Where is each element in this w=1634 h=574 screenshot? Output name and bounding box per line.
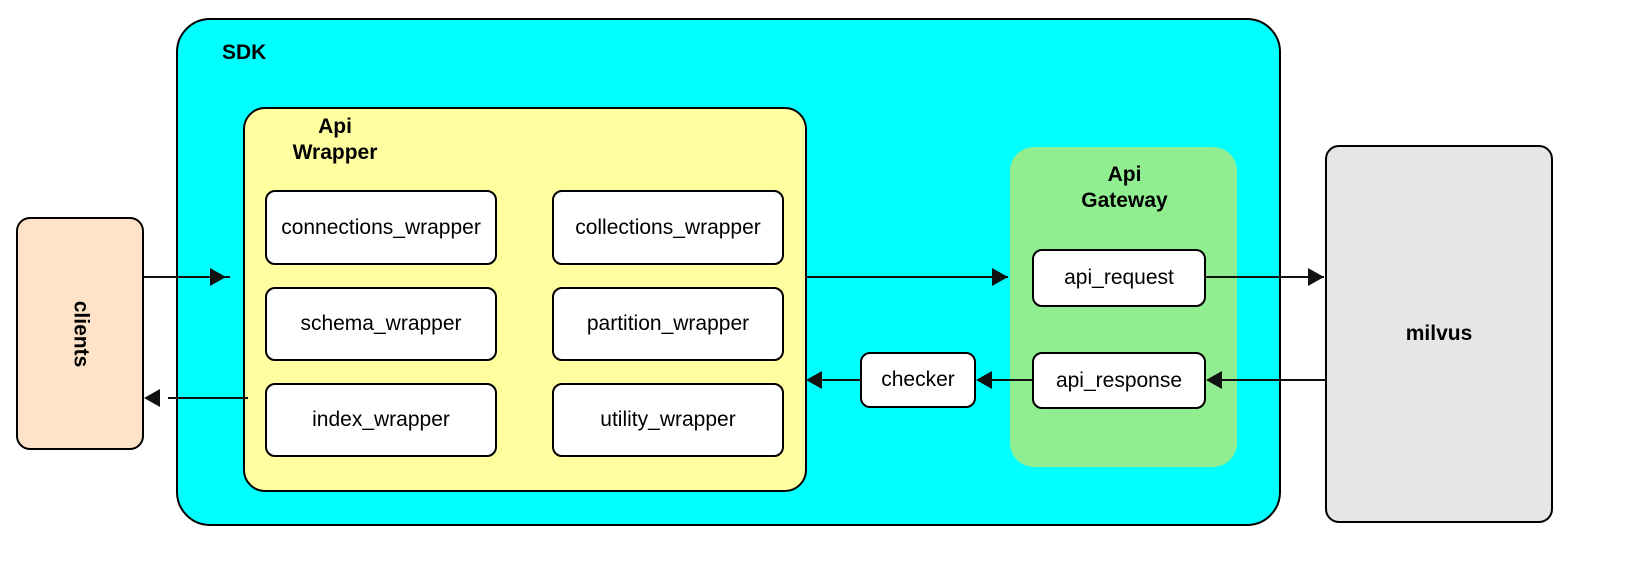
module-schema-wrapper[interactable]: schema_wrapper [265, 287, 497, 361]
clients-box[interactable]: clients [16, 217, 144, 450]
api-gateway-label: Api Gateway [1081, 163, 1168, 212]
edge-api-response-to-checker-arrow [976, 371, 992, 389]
module-utility-wrapper[interactable]: utility_wrapper [552, 383, 784, 457]
edge-api-request-to-milvus-arrow [1308, 268, 1324, 286]
edge-clients-to-api-wrapper-line [144, 276, 230, 278]
checker-box[interactable]: checker [860, 352, 976, 408]
edge-clients-to-api-wrapper-arrow [210, 268, 226, 286]
module-api-response[interactable]: api_response [1032, 352, 1206, 409]
module-connections-wrapper[interactable]: connections_wrapper [265, 190, 497, 265]
module-collections-wrapper[interactable]: collections_wrapper [552, 190, 784, 265]
api-wrapper-label: Api Wrapper [292, 115, 378, 164]
edge-milvus-to-api-response-arrow [1206, 371, 1222, 389]
module-api-request[interactable]: api_request [1032, 249, 1206, 307]
edge-api-wrapper-to-clients-arrow [144, 389, 160, 407]
edge-api-wrapper-to-api-gateway-arrow [992, 268, 1008, 286]
clients-label: clients [69, 300, 92, 367]
api-gateway-container [1010, 147, 1237, 467]
edge-api-request-to-milvus-line [1204, 276, 1324, 278]
edge-api-response-to-checker-line [980, 379, 1032, 381]
edge-checker-to-api-wrapper-line [822, 379, 860, 381]
edge-api-wrapper-to-api-gateway-line [805, 276, 1008, 278]
edge-checker-to-api-wrapper-arrow [806, 371, 822, 389]
module-index-wrapper[interactable]: index_wrapper [265, 383, 497, 457]
edge-api-wrapper-to-clients-line [168, 397, 248, 399]
module-partition-wrapper[interactable]: partition_wrapper [552, 287, 784, 361]
edge-milvus-to-api-response-line [1208, 379, 1327, 381]
milvus-box[interactable]: milvus [1325, 145, 1553, 523]
sdk-label: SDK [222, 41, 267, 64]
